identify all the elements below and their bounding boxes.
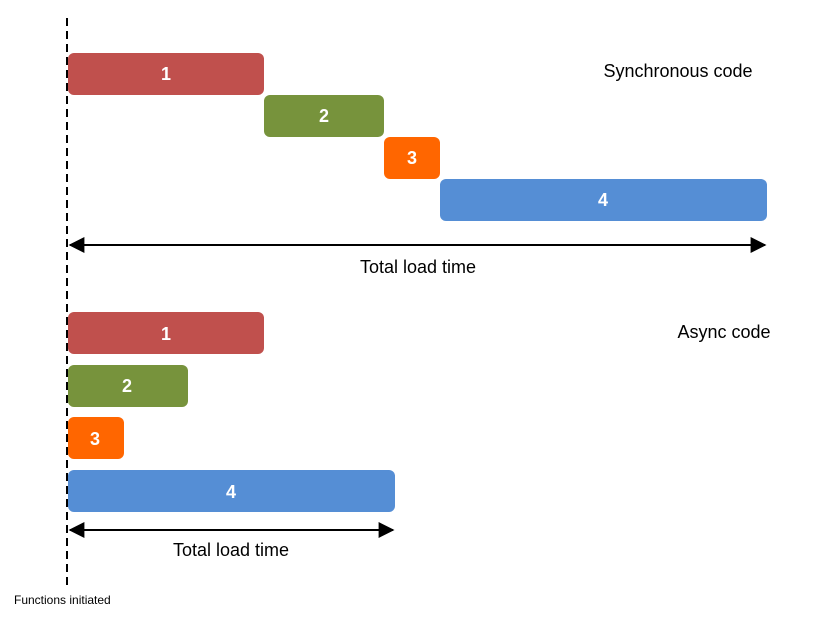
sync-bar-1-rect (68, 53, 264, 95)
sync-bar-2-label: 2 (319, 106, 329, 126)
async-title: Async code (677, 322, 770, 342)
async-bar-1: 1 (68, 312, 264, 354)
sync-bar-1: 1 (68, 53, 264, 95)
async-total-label: Total load time (173, 540, 289, 560)
async-bar-1-rect (68, 312, 264, 354)
sync-bar-4-label: 4 (598, 190, 608, 210)
sync-bar-3-rect (384, 137, 440, 179)
sync-total-label: Total load time (360, 257, 476, 277)
sync-bar-1-label: 1 (161, 64, 171, 84)
async-bar-4-label: 4 (226, 482, 236, 502)
sync-bar-3: 3 (384, 137, 440, 179)
async-bar-3-label: 3 (90, 429, 100, 449)
async-bar-2-label: 2 (122, 376, 132, 396)
synchronous-section: Synchronous code 1 2 3 4 Total load time (68, 53, 767, 277)
async-section: Async code 1 2 3 4 Total load time (68, 312, 771, 560)
async-bar-3: 3 (68, 417, 124, 459)
sync-bar-4-rect (440, 179, 767, 221)
async-bar-4: 4 (68, 470, 395, 512)
async-bar-3-rect (68, 417, 124, 459)
async-bar-2: 2 (68, 365, 188, 407)
sync-bar-3-label: 3 (407, 148, 417, 168)
sync-bar-2: 2 (264, 95, 384, 137)
async-bar-2-rect (68, 365, 188, 407)
async-bar-1-label: 1 (161, 324, 171, 344)
synchronous-title: Synchronous code (603, 61, 752, 81)
functions-initiated-label: Functions initiated (14, 593, 111, 607)
sync-bar-4: 4 (440, 179, 767, 221)
sync-bar-2-rect (264, 95, 384, 137)
async-bar-4-rect (68, 470, 395, 512)
